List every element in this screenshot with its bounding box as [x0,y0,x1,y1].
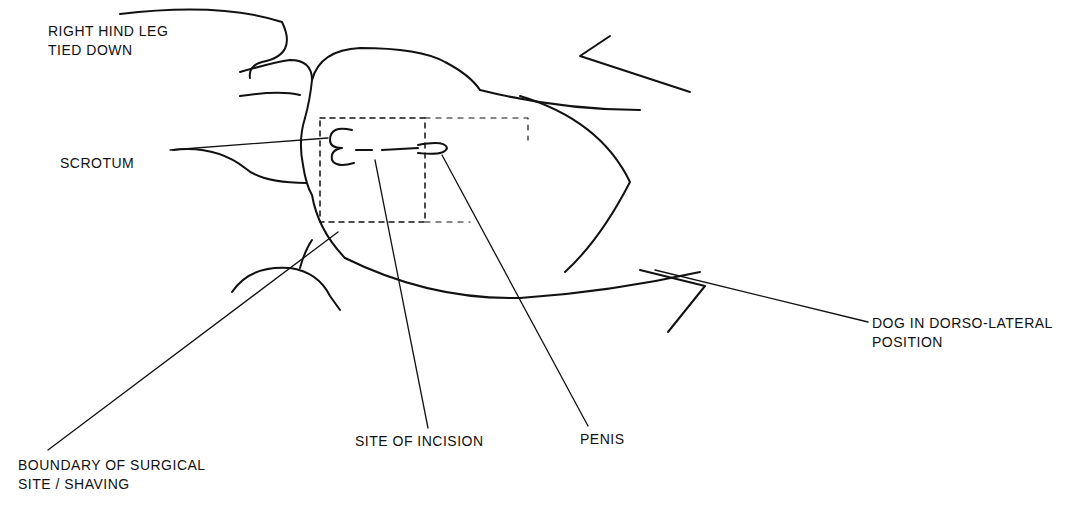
part-label: PENIS [580,430,660,449]
position-note: DOG IN DORSO-LATERAL POSITION [872,314,1072,352]
leg-note: RIGHT HIND LEG TIED DOWN [48,22,188,60]
part-label: SITE OF INCISION [355,432,525,451]
part-label: SCROTUM [60,154,180,173]
boundary-note: BOUNDARY OF SURGICAL SITE / SHAVING [18,456,238,494]
